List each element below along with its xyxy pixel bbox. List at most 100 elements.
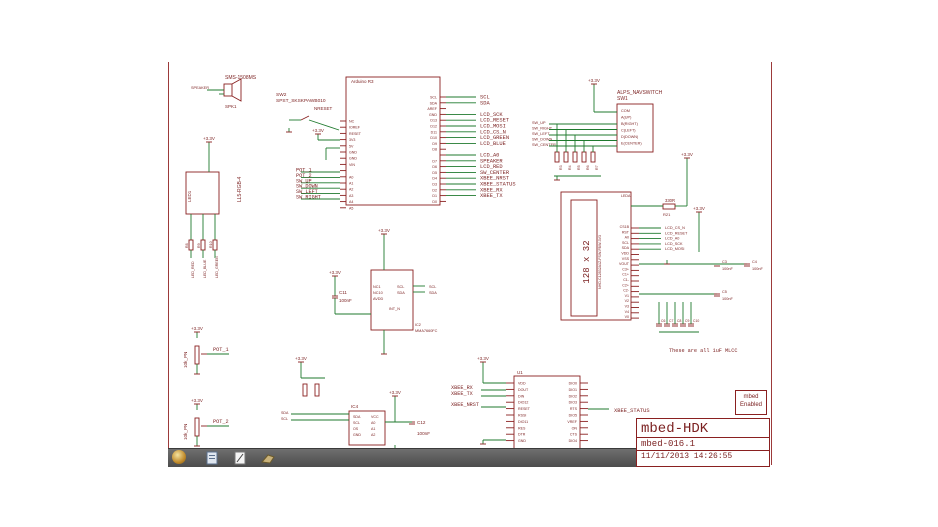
- joystick-name: SW1: [617, 96, 628, 102]
- arduino-left-pin-label: GND: [349, 151, 357, 155]
- xbee-left-pin: DIO11: [518, 420, 528, 424]
- explorer-taskbar-icon[interactable]: [204, 451, 220, 465]
- joystick-resistor: [572, 151, 578, 163]
- pot-supply-label: +3.3V: [191, 398, 203, 403]
- accel-net: SDA: [429, 291, 437, 295]
- joystick-net: SW_LEFT: [532, 132, 550, 136]
- arduino-right-net: XBEE_NRST: [480, 176, 510, 182]
- arduino-right-pin-label: D9: [432, 142, 437, 146]
- xbee-right-pin: DIO4: [569, 439, 577, 443]
- lcd-net: LCD_RESET: [665, 231, 688, 235]
- xbee-right-pin: DIO3: [569, 401, 577, 405]
- temp-pin-label: SDA: [353, 415, 361, 419]
- lcd-pin-label: V0: [625, 315, 629, 319]
- arduino-left-pin-label: A2: [349, 188, 353, 192]
- joystick-resistor-label: R5: [577, 165, 581, 170]
- lcd-outline: [560, 191, 632, 321]
- logo-line-2: Enabled: [739, 402, 763, 408]
- led-supply-label: +3.3V: [203, 136, 215, 141]
- xbee-left-pin: VDD: [518, 382, 526, 386]
- arduino-right-net: XBEE_STATUS: [480, 182, 516, 188]
- speaker-name: SPK1: [225, 104, 237, 109]
- xbee-left-pin: DTR: [518, 433, 526, 437]
- temp-name: IC4: [351, 404, 359, 409]
- arduino-right-net: LCD_A0: [480, 153, 499, 159]
- lcd-pin-label: SCL: [622, 241, 629, 245]
- accel-cap-supply-label: +3.3V: [329, 270, 341, 275]
- potentiometer-body: [194, 417, 200, 437]
- arduino-left-net: SW_LEFT: [296, 189, 318, 195]
- arduino-right-pin-label: D1: [432, 194, 437, 198]
- lcd-pin-label: SDA: [622, 246, 630, 250]
- arduino-right-net: SPEAKER: [480, 158, 503, 164]
- arduino-left-net: POT_1: [296, 168, 312, 174]
- sw2-name: SW2: [276, 92, 287, 98]
- xbee-right-pin: DIO5: [569, 414, 577, 418]
- arduino-right-net: LCD_CS_N: [480, 129, 506, 135]
- led-resistor: [212, 239, 218, 251]
- led-outline: [185, 171, 220, 215]
- joystick-resistor-label: R7: [595, 165, 599, 170]
- arduino-right-pin-label: D6: [432, 165, 437, 169]
- accel-supply-label: +3.3V: [378, 228, 390, 233]
- arduino-left-pin-label: A5: [349, 206, 353, 210]
- joystick-resistor-label: R3: [559, 165, 563, 170]
- lcd-note: These are all 1uF MLCC: [669, 348, 738, 354]
- arduino-left-pin-label: GND: [349, 157, 357, 161]
- joystick-net: SW_CENTER: [532, 143, 556, 147]
- lcd-pin-label: C2+: [622, 283, 629, 287]
- eagle-taskbar-icon[interactable]: [260, 451, 276, 465]
- lcd-cap-value: 100nF: [722, 297, 733, 301]
- accel-left-pin: NC10: [373, 291, 383, 295]
- accel-right-pin: SCL: [397, 285, 404, 289]
- xbee-net: XBEE_RX: [451, 385, 474, 391]
- temp-pin-label: GND: [353, 433, 361, 437]
- start-button[interactable]: [172, 450, 186, 464]
- xbee-left-pin: RES: [518, 426, 526, 430]
- joystick-resistor: [590, 151, 596, 163]
- xbee-right-pin: VREF: [567, 420, 577, 424]
- joystick-pin-label: A(UP): [621, 116, 632, 120]
- document-taskbar-icon[interactable]: [232, 451, 248, 465]
- accel-right-pin: SDA: [397, 291, 405, 295]
- temp-cap-name: C12: [417, 420, 426, 425]
- arduino-left-pin-label: 3V3: [349, 138, 355, 142]
- accel-left-pin: AVDD: [373, 297, 384, 301]
- lcd-net: LCD_A0: [665, 237, 679, 241]
- arduino-left-pin-label: A1: [349, 182, 353, 186]
- xbee-right-pin: ON: [572, 426, 578, 430]
- temp-outline: [348, 410, 386, 446]
- arduino-left-pin-label: A0: [349, 175, 353, 179]
- led-net: LED_GREEN: [215, 256, 219, 278]
- arduino-right-pin-label: D10: [430, 136, 437, 140]
- arduino-right-net: LCD_RED: [480, 164, 503, 170]
- lcd-cap-name: C3: [722, 260, 727, 264]
- lcd-supply-label-2: +3.3V: [693, 206, 705, 211]
- arduino-right-net: SDA: [480, 100, 490, 106]
- led-resistor-label: R8: [185, 243, 189, 248]
- lcd-cap-value: 100nF: [722, 267, 733, 271]
- joystick-resistor-label: R4: [568, 165, 572, 170]
- lcd-pin-label: RST: [622, 230, 630, 234]
- arduino-right-pin-label: D5: [432, 171, 437, 175]
- joystick-resistor: [563, 151, 569, 163]
- lcd-cap-name: C6: [661, 319, 665, 323]
- lcd-pin-label: C1+: [622, 273, 629, 277]
- lcd-cap-name: C5: [722, 290, 727, 294]
- speaker-pin-net: SPEAKER: [191, 86, 209, 90]
- temp-pin-label: A2: [371, 433, 375, 437]
- joystick-resistor-label: R6: [586, 165, 590, 170]
- title-block-title: mbed-HDK: [641, 421, 709, 437]
- xbee-left-pin: RSSI: [518, 414, 526, 418]
- xbee-name: U1: [517, 370, 523, 375]
- xbee-block: +3.3VU1XBEE-S1VDDDOUTDINDIO12RESETRSSIDI…: [451, 356, 650, 459]
- arduino-left-pin-label: VIN: [349, 163, 355, 167]
- arduino-right-pin-label: D0: [432, 200, 437, 204]
- lcd-resistor-value: 330R: [665, 198, 675, 203]
- lcd-cap-name: C7: [669, 319, 673, 323]
